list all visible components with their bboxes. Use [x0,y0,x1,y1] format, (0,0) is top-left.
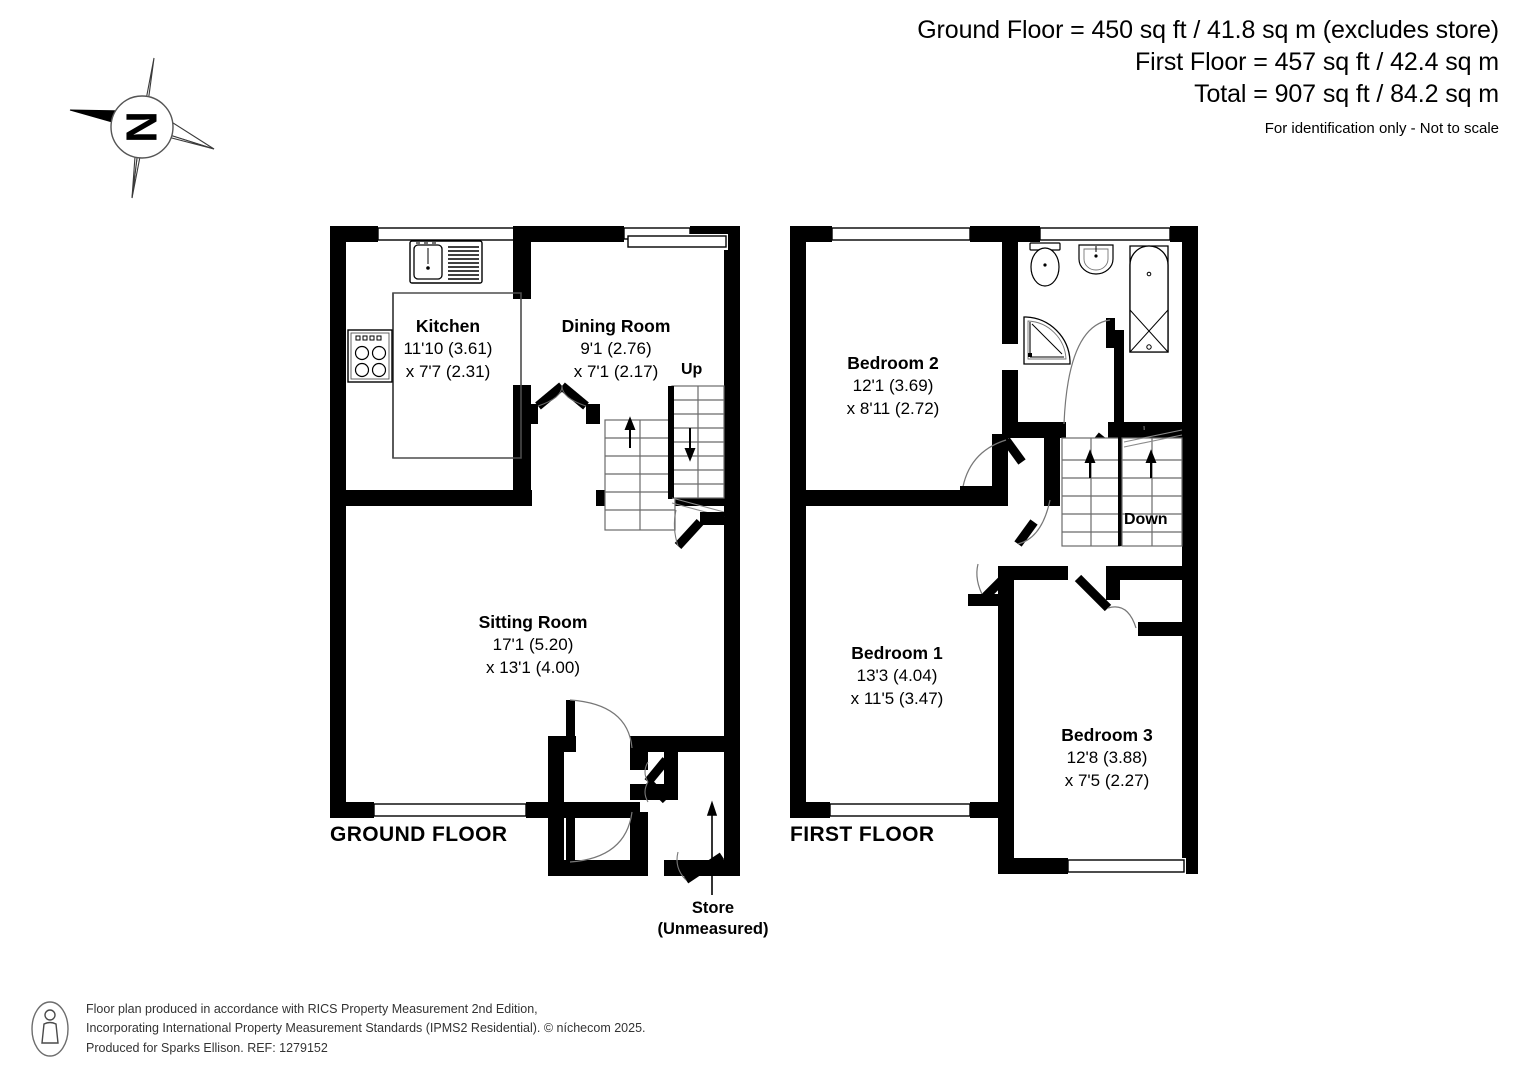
dining-dim-1: 9'1 (2.76) [580,339,652,359]
dining-dim-2: x 7'1 (2.17) [573,361,659,381]
entrance-double-doors [644,757,670,804]
compass-center-circle [110,95,174,159]
kitchen-name: Kitchen [415,316,481,336]
first-floor-title: FIRST FLOOR [790,823,935,846]
stair-up-label: Up [681,361,703,378]
store-name: Store [691,899,735,917]
bedroom1-dim-2: x 11'5 (3.47) [850,688,944,708]
stair-down-label: Down [1124,511,1168,528]
bedroom3-name: Bedroom 3 [1061,725,1153,745]
sitting-name: Sitting Room [478,612,588,632]
ground-floor-porch-walls [548,736,740,876]
room-label-bedroom1: Bedroom 1 13'3 (4.04) x 11'5 (3.47) [802,642,992,710]
ground-floor-title: GROUND FLOOR [330,823,508,846]
basin-fixture [1078,244,1114,275]
bedroom3-door [1074,574,1137,629]
shower-fixture [1023,316,1071,365]
store-door [676,851,725,884]
store-leader-line [706,800,718,895]
sitting-dim-1: 17'1 (5.20) [492,635,574,655]
dining-name: Dining Room [561,316,671,336]
bedroom3-dim-2: x 7'5 (2.27) [1064,770,1150,790]
room-label-dining: Dining Room 9'1 (2.76) x 7'1 (2.17) [522,315,710,383]
first-floor-area-text: First Floor = 457 sq ft / 42.4 sq m [1134,48,1499,76]
bathroom-fixtures [1023,242,1169,365]
bedroom1-door [968,563,1014,606]
bedroom1-dim-1: 13'3 (4.04) [856,666,938,686]
person-icon [31,1001,69,1057]
footer-line-2: Incorporating International Property Mea… [86,1021,646,1036]
kitchen-sink-fixture [409,240,483,284]
kitchen-dim-2: x 7'7 (2.31) [405,361,491,381]
store-label: Store (Unmeasured) [613,898,813,941]
kitchen-dining-double-doors [535,382,589,410]
footer-line-3: Produced for Sparks Ellison. REF: 127915… [86,1040,328,1055]
total-area-text: Total = 907 sq ft / 84.2 sq m [1194,80,1499,108]
sitting-room-door [566,699,633,749]
bedroom2-dim-1: 12'1 (3.69) [852,376,934,396]
hall-exit-door [566,811,633,863]
airing-cupboard-doors [1093,425,1170,466]
room-label-bedroom3: Bedroom 3 12'8 (3.88) x 7'5 (2.27) [1012,724,1202,792]
bedroom2-name: Bedroom 2 [847,353,939,373]
footer-line-1: Floor plan produced in accordance with R… [86,1002,538,1016]
bedroom3-dim-1: 12'8 (3.88) [1066,748,1148,768]
bedroom2-dim-2: x 8'11 (2.72) [846,398,940,418]
bedroom1-name: Bedroom 1 [851,643,943,663]
wc-fixture [1029,242,1061,287]
room-label-bedroom2: Bedroom 2 12'1 (3.69) x 8'11 (2.72) [798,352,988,420]
footer-text: Floor plan produced in accordance with R… [86,1000,646,1058]
ground-floor-staircase [604,385,725,550]
bedroom2-door [960,437,1026,498]
area-summary-block: Ground Floor = 450 sq ft / 41.8 sq m (ex… [917,14,1499,138]
compass-icon: N [69,57,215,199]
kitchen-dim-1: 11'10 (3.61) [403,339,493,359]
room-label-sitting: Sitting Room 17'1 (5.20) x 13'1 (4.00) [435,611,631,679]
bath-fixture [1129,245,1169,353]
landing-door [1014,499,1051,547]
store-note: (Unmeasured) [657,920,769,939]
room-label-kitchen: Kitchen 11'10 (3.61) x 7'7 (2.31) [352,315,544,383]
sitting-dim-2: x 13'1 (4.00) [486,657,580,677]
bathroom-door [1063,318,1115,425]
ground-floor-area-text: Ground Floor = 450 sq ft / 41.8 sq m (ex… [917,16,1499,44]
compass-rose: N [66,52,216,202]
scale-disclaimer-text: For identification only - Not to scale [1264,120,1499,137]
compass-north-label: N [118,111,167,143]
footer-block: Floor plan produced in accordance with R… [30,1000,646,1058]
